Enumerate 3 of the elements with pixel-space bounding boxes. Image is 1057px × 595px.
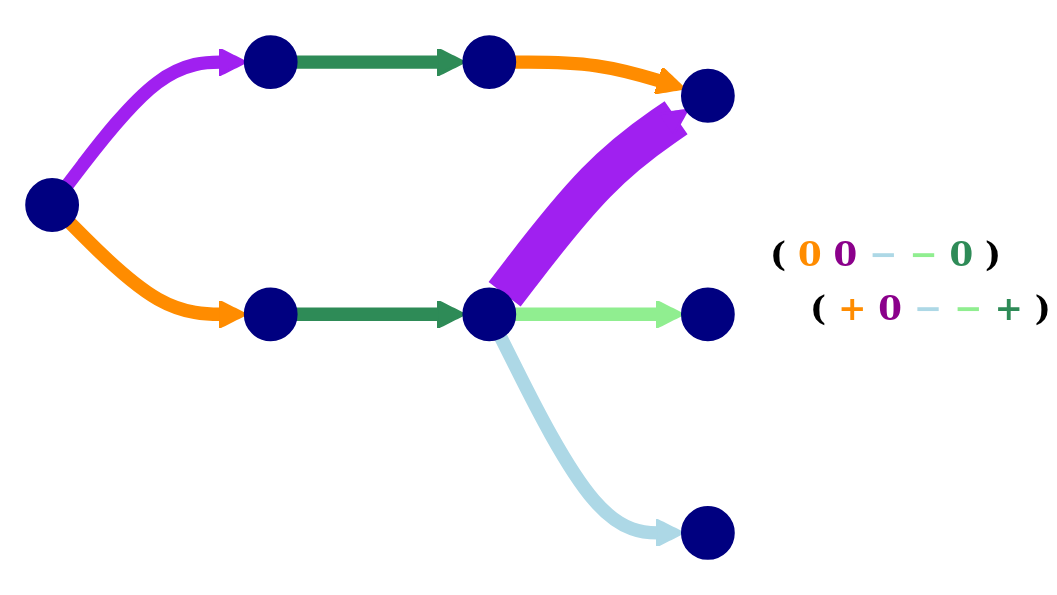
sign-vector-label: ( 0 0 − − 0 ) xyxy=(770,234,1003,274)
sign-vector-label: ( + 0 − − + ) xyxy=(810,288,1051,328)
arrow xyxy=(488,101,689,307)
